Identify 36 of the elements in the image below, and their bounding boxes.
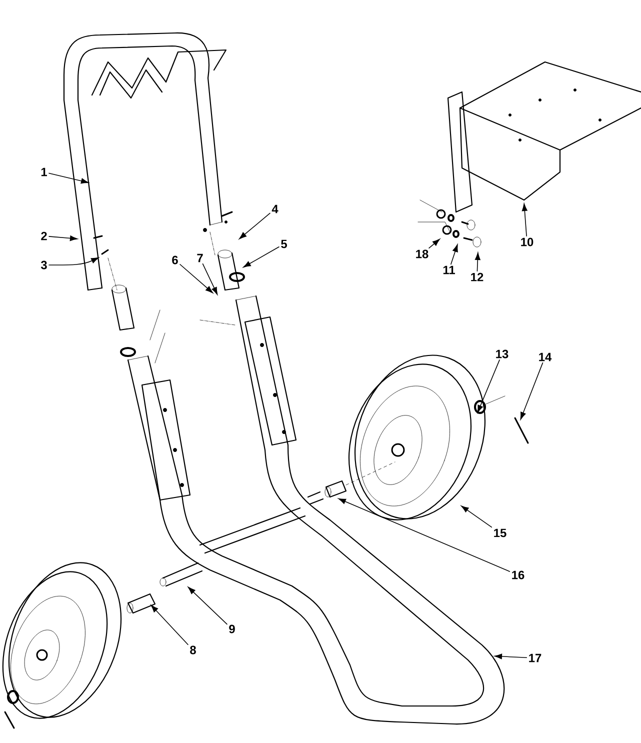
leader-line (48, 172, 89, 184)
leader-line (202, 263, 218, 295)
leader-line (188, 586, 228, 625)
callout-number: 4 (272, 204, 278, 214)
leader-line (494, 654, 528, 660)
callout-number: 16 (512, 570, 524, 580)
leader-line (428, 238, 440, 248)
leader-line (150, 604, 188, 646)
leader-line (520, 362, 544, 420)
callout-number: 12 (471, 272, 484, 282)
leader-line (461, 506, 492, 528)
callout-number: 18 (416, 250, 428, 258)
callout-number: 17 (529, 654, 542, 662)
callout-number: 3 (40, 260, 47, 270)
leader-line (338, 498, 510, 572)
callout-number: 5 (281, 240, 287, 248)
leader-line (180, 264, 214, 294)
leader-line (450, 244, 458, 265)
leader-line (474, 252, 480, 272)
callout-number: 6 (172, 256, 178, 264)
leader-line (48, 236, 78, 241)
callout-number: 10 (521, 238, 534, 246)
callout-number: 14 (539, 352, 552, 362)
callout-number: 11 (443, 266, 455, 274)
leader-line (48, 257, 99, 266)
leader-line (522, 203, 528, 236)
callout-number: 9 (229, 624, 235, 634)
leader-line (239, 212, 270, 240)
leader-line (243, 246, 280, 268)
callout-number: 13 (496, 350, 508, 358)
callout-number: 7 (197, 254, 203, 262)
callout-number: 15 (494, 528, 506, 538)
callout-number: 1 (41, 168, 47, 176)
callout-number: 8 (190, 646, 196, 654)
leader-line (477, 360, 500, 413)
callout-number: 2 (41, 232, 47, 240)
